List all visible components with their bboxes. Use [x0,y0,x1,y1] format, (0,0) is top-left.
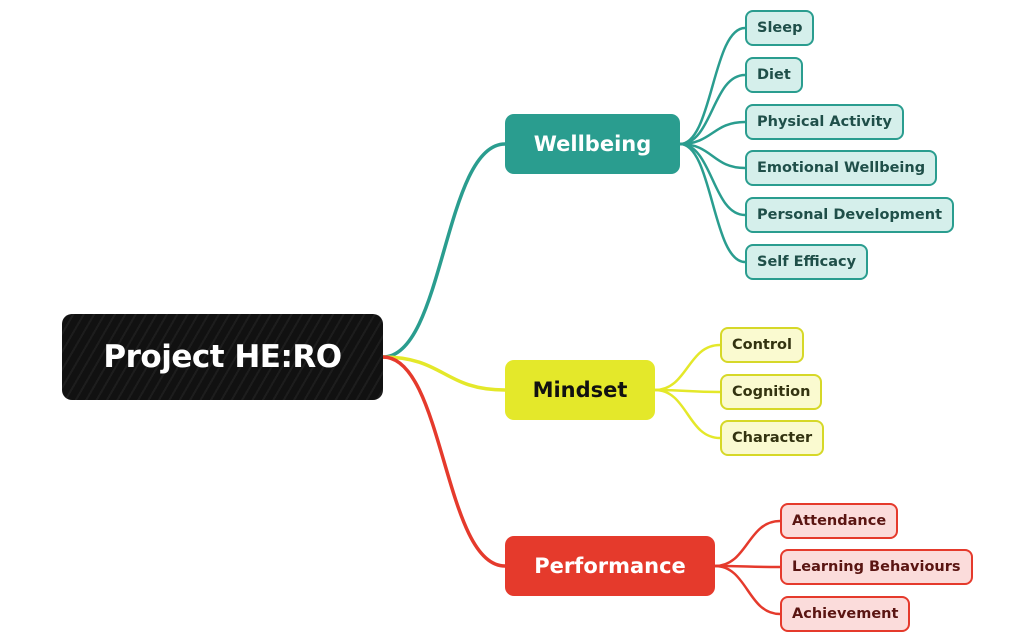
leaf-node-control: Control [720,327,804,363]
leaf-node-diet: Diet [745,57,803,93]
leaf-node-emotional-wellbeing: Emotional Wellbeing [745,150,938,186]
connector-performance-leaf-2 [713,564,782,616]
connector-root-mindset [381,355,507,392]
connector-wellbeing-leaf-5 [678,142,747,264]
connector-mindset-leaf-2 [653,388,722,440]
branch-node-wellbeing: Wellbeing [505,114,680,174]
branch-node-mindset: Mindset [505,360,655,420]
leaf-node-self-efficacy: Self Efficacy [745,244,869,280]
leaf-node-personal-development: Personal Development [745,197,954,233]
leaf-node-sleep: Sleep [745,10,815,46]
leaf-node-character: Character [720,420,825,456]
connector-root-performance [381,355,507,568]
leaf-node-attendance: Attendance [780,503,899,539]
connector-wellbeing-leaf-2 [678,120,747,146]
connector-performance-leaf-0 [713,519,782,568]
connector-wellbeing-leaf-0 [678,26,747,146]
root-node-project-hero: Project HE:RO [62,314,383,400]
leaf-node-learning-behaviours: Learning Behaviours [780,549,973,585]
leaf-node-achievement: Achievement [780,596,911,632]
connector-root-wellbeing [381,142,507,359]
connector-mindset-leaf-0 [653,343,722,392]
leaf-node-physical-activity: Physical Activity [745,104,904,140]
leaf-node-cognition: Cognition [720,374,823,410]
branch-node-performance: Performance [505,536,715,596]
connector-wellbeing-leaf-1 [678,73,747,146]
